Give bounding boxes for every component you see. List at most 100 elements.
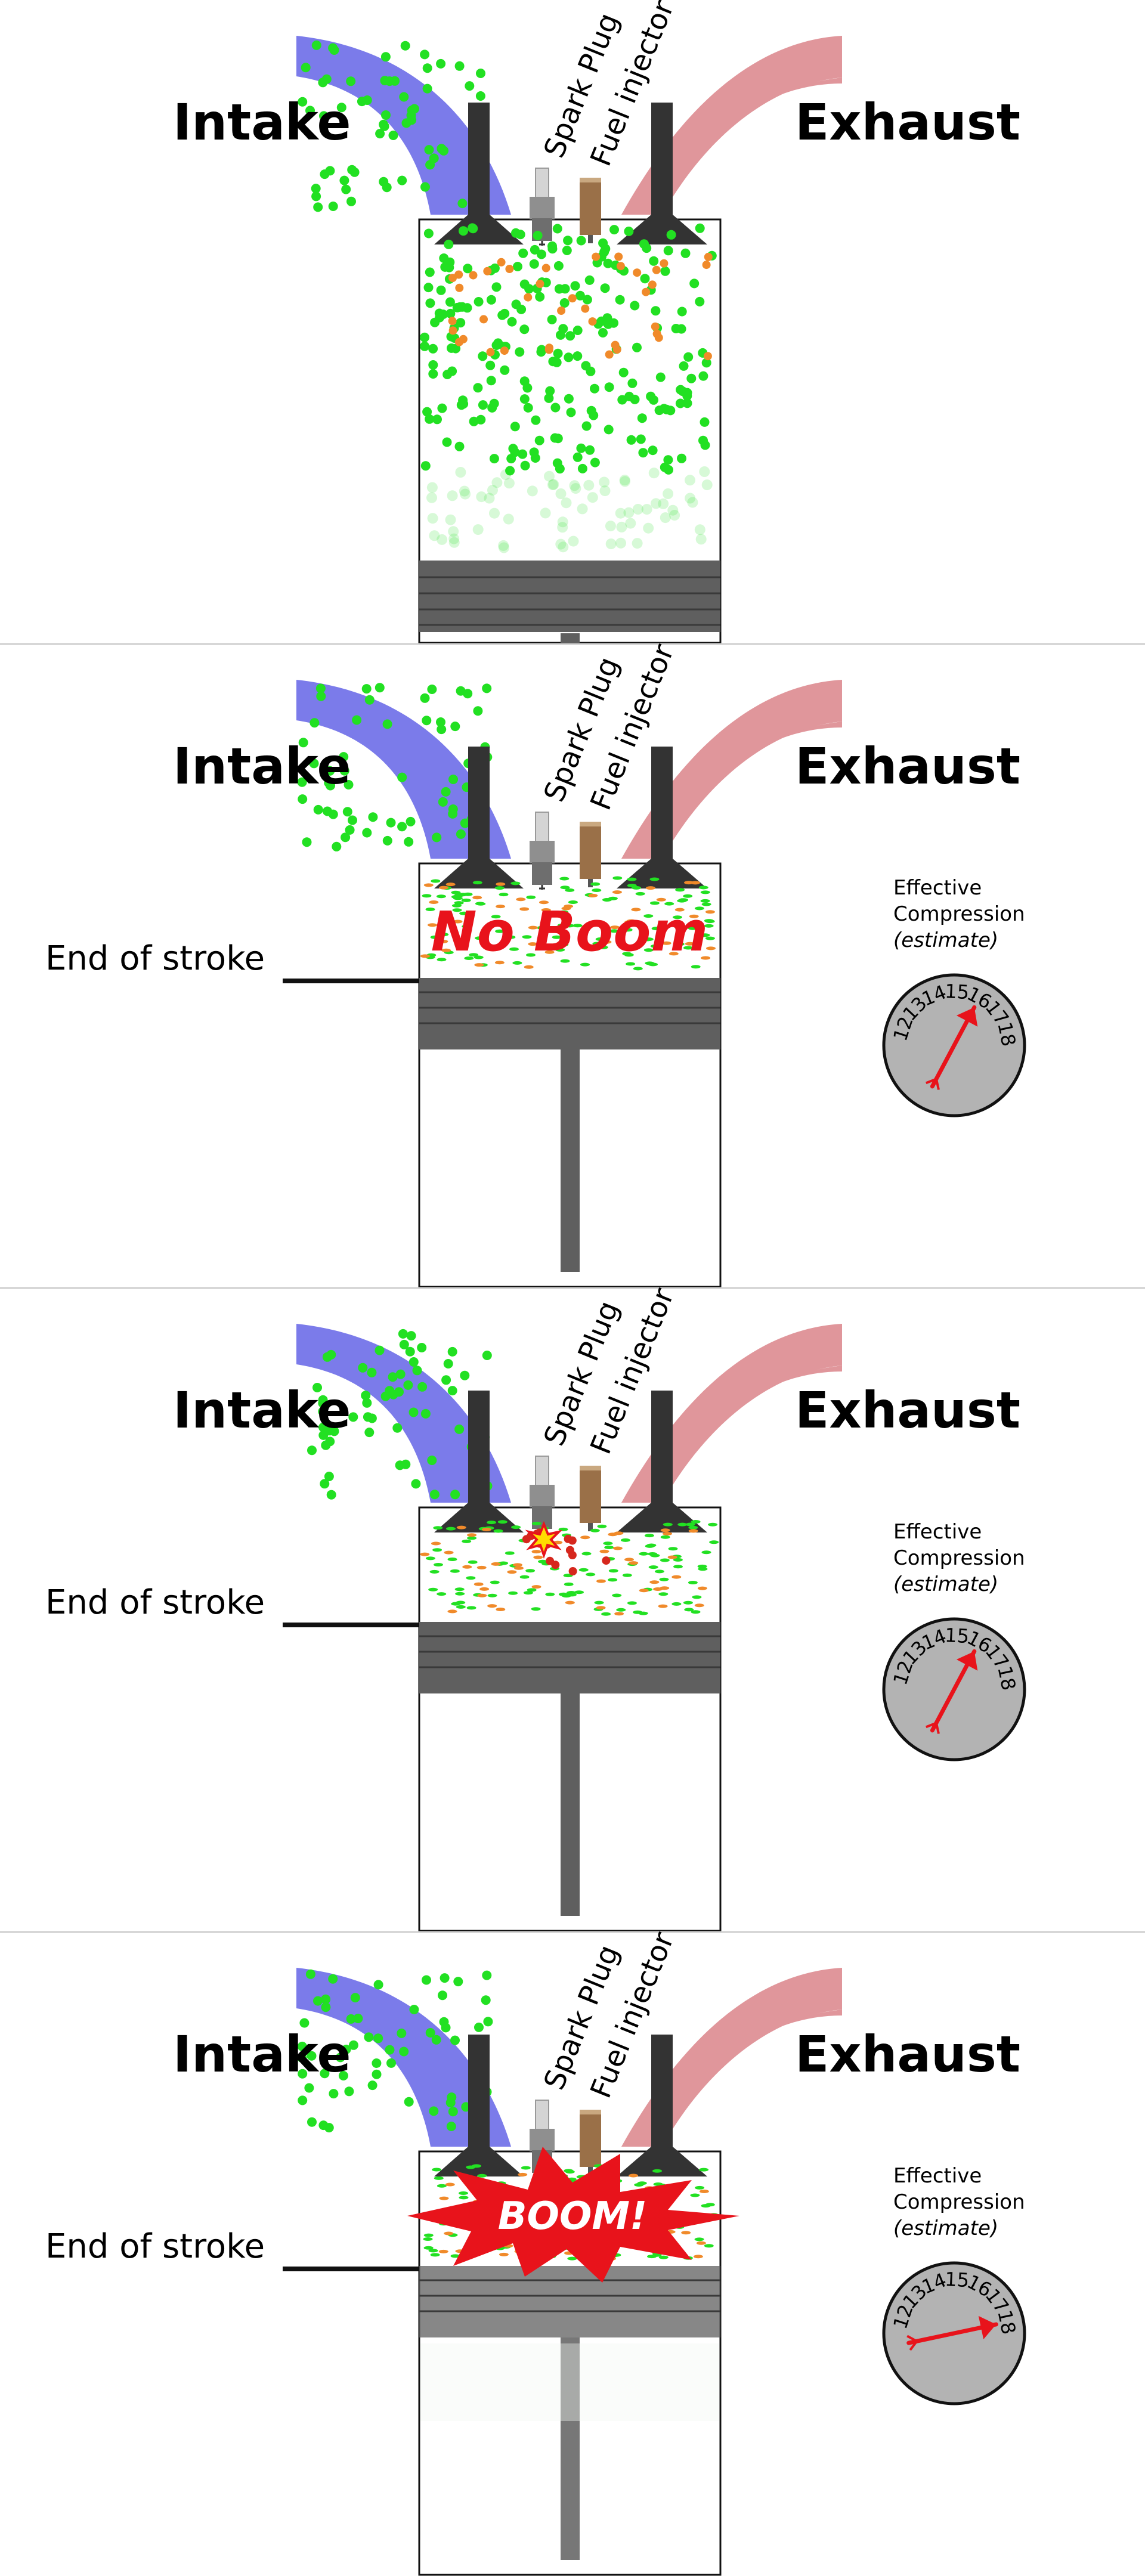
air-particle <box>697 1564 707 1568</box>
fuel-particle <box>616 262 625 271</box>
fuel-injector <box>580 178 601 243</box>
air-particle-faded <box>663 488 674 499</box>
air-particle <box>572 924 583 928</box>
air-particle <box>547 314 557 324</box>
air-particle <box>567 1591 576 1594</box>
air-particle <box>586 405 596 416</box>
air-particle <box>643 948 654 952</box>
gauge-needle-tail <box>909 2340 918 2351</box>
air-particle <box>465 81 475 91</box>
air-particle <box>523 402 533 413</box>
spark-plug <box>528 811 556 891</box>
air-particle-faded <box>685 475 695 486</box>
fuel-particle <box>454 270 463 279</box>
air-particle <box>320 169 330 179</box>
air-particle <box>533 231 543 240</box>
fuel-particle <box>507 1570 517 1574</box>
air-particle <box>548 357 558 367</box>
air-particle <box>485 360 496 370</box>
air-particle <box>313 202 323 212</box>
air-particle <box>666 230 676 240</box>
intake-label: Intake <box>173 93 351 151</box>
air-particle <box>345 825 355 835</box>
air-particle <box>505 1551 515 1555</box>
air-particle <box>406 816 416 826</box>
fuel-particle <box>691 881 700 885</box>
air-particle <box>701 902 711 906</box>
air-particle <box>466 1576 476 1580</box>
air-particle <box>564 352 574 363</box>
fuel-particle <box>477 1593 487 1597</box>
gauge-needle-head <box>978 2315 997 2339</box>
air-particle <box>497 1520 507 1524</box>
air-particle <box>581 1552 592 1556</box>
air-particle <box>570 281 580 291</box>
fuel-particle <box>592 252 601 261</box>
air-particle <box>469 953 479 957</box>
air-particle-faded <box>620 476 630 487</box>
air-particle <box>705 936 715 940</box>
air-particle <box>347 165 357 175</box>
air-particle <box>634 2183 644 2187</box>
air-particle <box>433 1526 443 1530</box>
burning-particle <box>602 1556 611 1565</box>
air-particle <box>328 202 338 211</box>
exhaust-label: Exhaust <box>795 1381 1020 1439</box>
fuel-particle <box>629 1561 639 1565</box>
fuel-particle <box>624 1558 634 1562</box>
fuel-particle <box>499 2252 509 2256</box>
fuel-particle <box>469 271 478 280</box>
air-particle-faded <box>623 507 635 518</box>
air-particle <box>297 2041 307 2051</box>
air-particle <box>458 395 468 405</box>
air-particle <box>429 153 439 163</box>
air-particle <box>367 2080 377 2091</box>
air-particle <box>321 74 332 84</box>
air-particle <box>608 1578 618 1582</box>
air-particle <box>437 403 447 413</box>
fuel-particle <box>544 345 553 354</box>
air-particle <box>553 348 563 358</box>
air-particle <box>677 899 687 903</box>
fuel-particle <box>610 925 620 930</box>
air-particle <box>679 361 689 371</box>
air-particle <box>298 794 308 804</box>
air-particle <box>324 1472 334 1481</box>
air-particle <box>427 1456 437 1465</box>
air-particle <box>677 306 687 317</box>
air-particle <box>701 1550 711 1555</box>
air-particle-faded <box>701 479 713 491</box>
air-particle <box>321 2002 331 2012</box>
air-particle <box>399 2046 409 2057</box>
air-particle <box>450 722 460 732</box>
fuel-particle <box>483 267 492 275</box>
fuel-particle <box>514 1566 524 1570</box>
air-particle-faded <box>632 538 643 549</box>
air-particle <box>405 1346 415 1357</box>
air-particle <box>673 915 682 919</box>
air-particle <box>603 258 613 268</box>
air-particle <box>473 706 483 716</box>
air-particle <box>622 952 632 956</box>
air-particle <box>685 1522 695 1527</box>
air-particle <box>660 1535 670 1539</box>
air-particle <box>511 299 521 309</box>
air-particle <box>604 382 614 392</box>
air-particle <box>500 365 510 375</box>
air-particle <box>367 1367 377 1377</box>
air-particle <box>531 1607 541 1611</box>
fuel-particle <box>455 283 464 292</box>
air-particle <box>328 43 338 53</box>
fuel-particle <box>420 1552 430 1556</box>
air-particle <box>499 1561 509 1565</box>
air-particle <box>341 832 351 843</box>
air-particle <box>459 2191 468 2195</box>
air-particle <box>644 1534 654 1538</box>
air-particle <box>554 284 564 294</box>
air-particle <box>639 1552 649 1556</box>
fuel-particle <box>660 1528 670 1532</box>
air-particle <box>553 261 564 271</box>
air-particle <box>422 83 432 94</box>
air-particle <box>487 1521 497 1525</box>
air-particle <box>362 1398 372 1408</box>
